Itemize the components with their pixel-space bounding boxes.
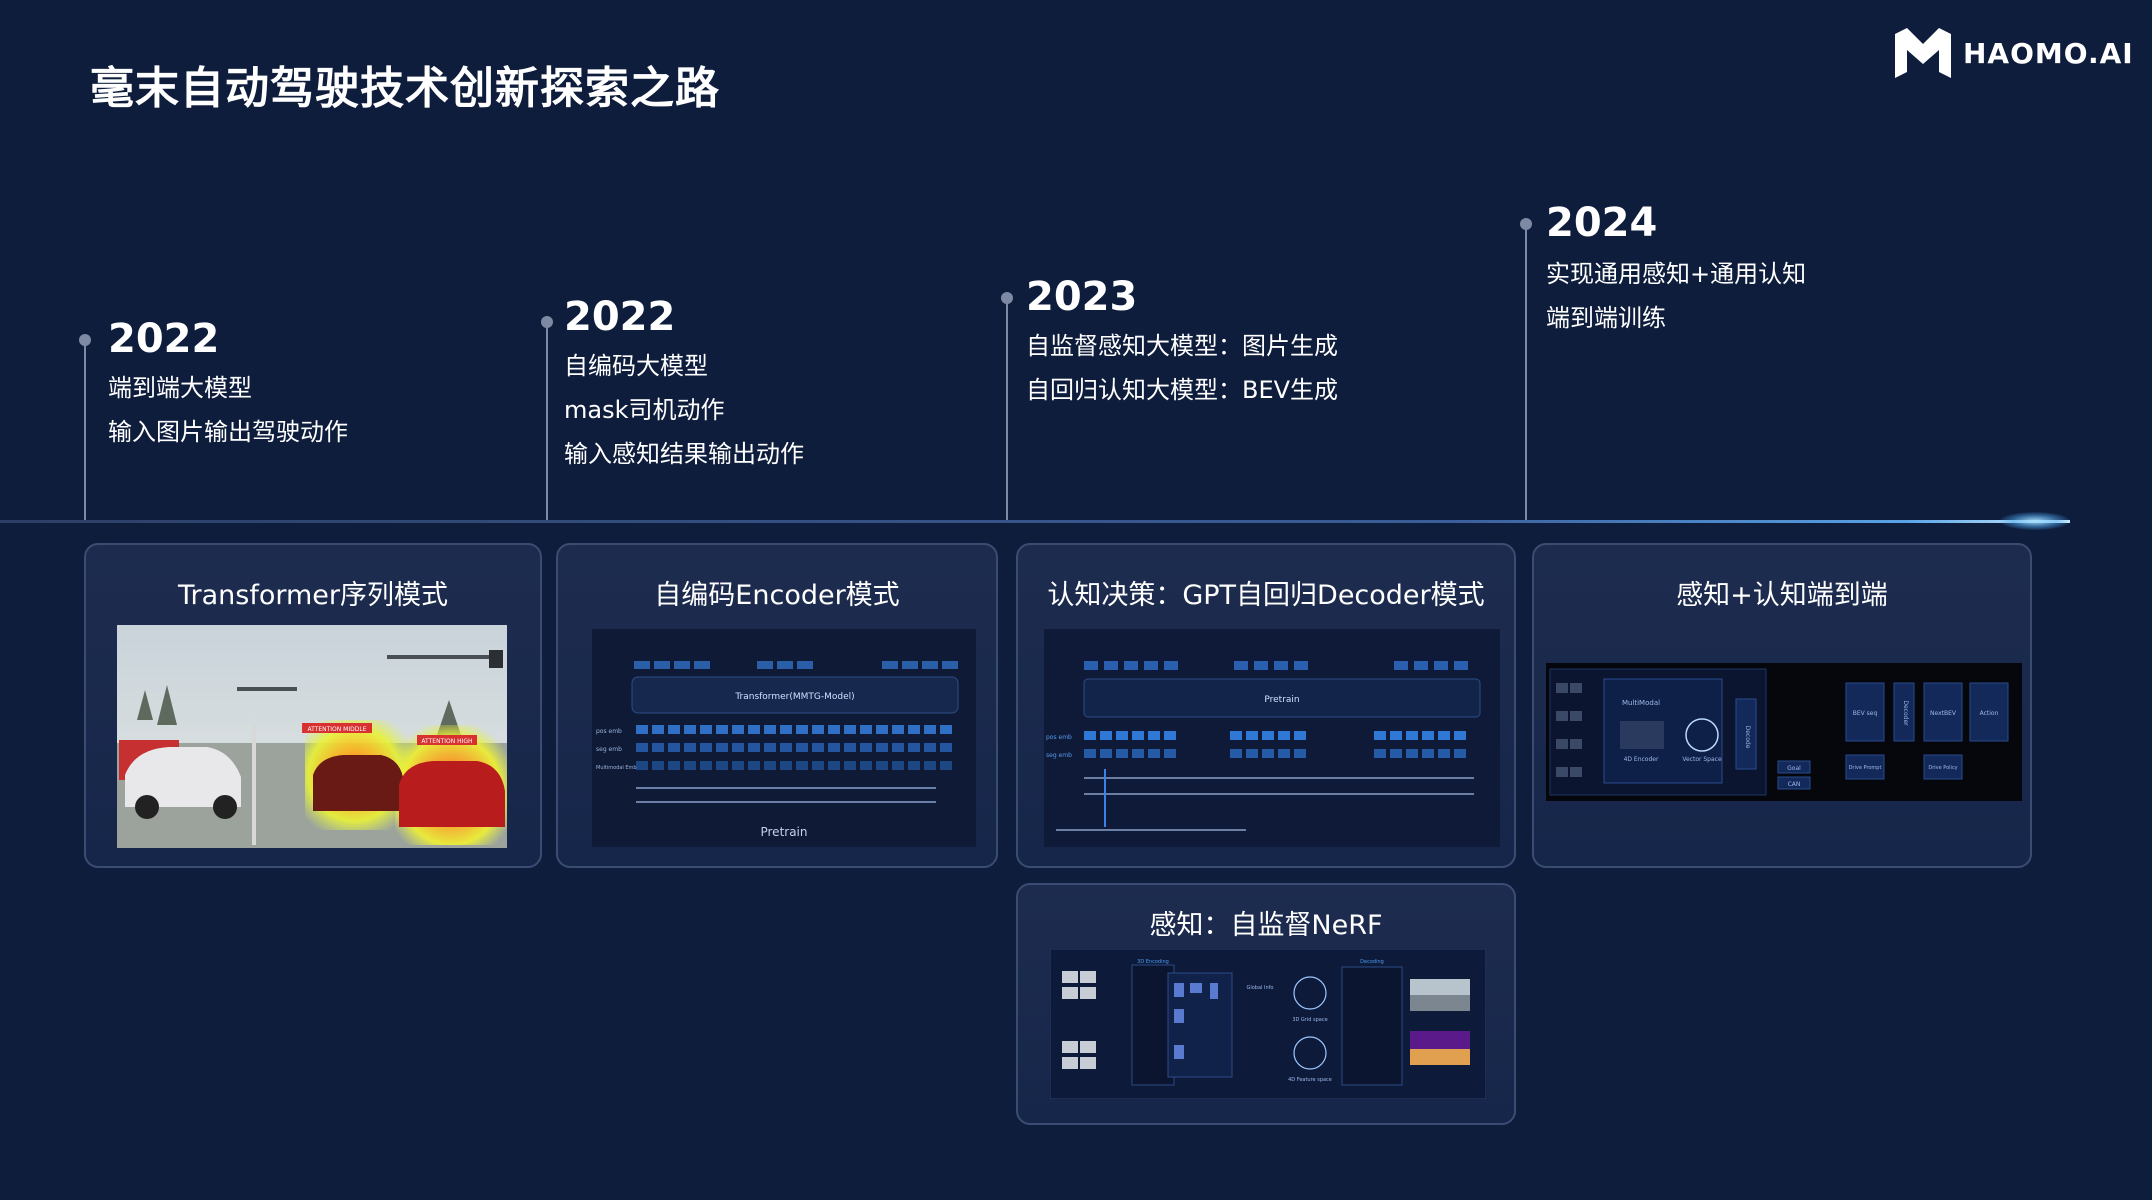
diagram-label: NextBEV xyxy=(1930,710,1957,717)
diagram-label: pos emb xyxy=(1046,734,1072,741)
diagram-label: 4D Feature space xyxy=(1288,1077,1332,1083)
milestone-dot xyxy=(79,334,91,346)
milestone-text-line: 输入感知结果输出动作 xyxy=(564,440,804,468)
e2e-diagram-image: MultiModal 4D Encoder Vector Space Decod… xyxy=(1546,663,2022,801)
card-title: 感知：自监督NeRF xyxy=(1149,910,1383,941)
diagram-label: Action xyxy=(1980,710,1999,717)
card-title: 认知决策：GPT自回归Decoder模式 xyxy=(1047,580,1485,611)
milestone-year: 2023 xyxy=(1026,274,1138,320)
diagram-label: seg emb xyxy=(1046,752,1072,759)
diagram-label: CAN xyxy=(1788,781,1801,788)
diagram-label: BEV seq xyxy=(1853,710,1878,717)
diagram-label: MultiModal xyxy=(1622,699,1660,707)
diagram-label: seg emb xyxy=(596,746,622,753)
milestone-text-line: 自编码大模型 xyxy=(564,352,708,380)
haomo-logo: HAOMO.AI xyxy=(1895,28,2134,78)
milestone-text-line: 自回归认知大模型：BEV生成 xyxy=(1026,376,1339,404)
diagram-label: Global Info xyxy=(1246,985,1273,991)
diagram-label: 4D Encoder xyxy=(1624,756,1659,763)
logo-text: HAOMO.AI xyxy=(1963,36,2134,70)
timeline-axis xyxy=(0,520,2070,523)
diagram-label: Transformer(MMTG-Model) xyxy=(734,692,854,702)
milestone-text-line: mask司机动作 xyxy=(564,396,725,424)
milestone-line xyxy=(1525,224,1527,520)
card-title: 感知+认知端到端 xyxy=(1676,580,1888,611)
diagram-label: Drive Policy xyxy=(1928,765,1957,771)
attention-label: ATTENTION MIDDLE xyxy=(307,726,366,733)
milestone-line xyxy=(1006,298,1008,520)
diagram-label: Decoding xyxy=(1360,959,1384,965)
haomo-logo-icon xyxy=(1895,28,1951,78)
card-transformer-sequence: Transformer序列模式 xyxy=(84,543,542,868)
diagram-label: Goal xyxy=(1787,765,1801,772)
card-title: 自编码Encoder模式 xyxy=(654,580,900,611)
milestone-year: 2024 xyxy=(1546,200,1658,246)
card-self-supervised-nerf: 感知：自监督NeRF 3D Encoding Global Info 3D Gr… xyxy=(1016,883,1516,1125)
diagram-label: pos emb xyxy=(596,728,622,735)
page-title: 毫末自动驾驶技术创新探索之路 xyxy=(90,63,720,114)
timeline-glow xyxy=(2000,512,2070,530)
diagram-label: Decode xyxy=(1744,726,1751,749)
diagram-label: Vector Space xyxy=(1682,756,1722,763)
diagram-label: 3D Encoding xyxy=(1137,959,1169,965)
milestone-dot xyxy=(1001,292,1013,304)
diagram-label: Multimodal Emb xyxy=(596,765,637,771)
milestone-text-line: 自监督感知大模型：图片生成 xyxy=(1026,332,1338,360)
decoder-diagram-image: Pretrain pos emb seg emb xyxy=(1044,629,1500,847)
card-autoencoder: 自编码Encoder模式 Transformer(MMTG-Model) pos… xyxy=(556,543,998,868)
diagram-label: Drive Prompt xyxy=(1849,765,1882,771)
milestone-text-line: 实现通用感知+通用认知 xyxy=(1546,260,1807,288)
card-perception-cognition-e2e: 感知+认知端到端 MultiModal 4D Encoder Vector Sp… xyxy=(1532,543,2032,868)
card-gpt-decoder: 认知决策：GPT自回归Decoder模式 Pretrain pos emb xyxy=(1016,543,1516,868)
milestone-year: 2022 xyxy=(564,294,676,340)
milestone-dot xyxy=(541,316,553,328)
card-title: Transformer序列模式 xyxy=(177,580,448,611)
milestone-text-line: 端到端训练 xyxy=(1546,304,1666,332)
milestone-line xyxy=(546,322,548,520)
diagram-label: 3D Grid space xyxy=(1292,1017,1327,1023)
diagram-label: Decoder xyxy=(1902,700,1909,726)
diagram-label: Pretrain xyxy=(1264,695,1299,705)
milestone-text-line: 输入图片输出驾驶动作 xyxy=(108,418,348,446)
milestone-dot xyxy=(1520,218,1532,230)
nerf-diagram-image: 3D Encoding Global Info 3D Grid space 4D… xyxy=(1050,949,1486,1099)
attention-label: ATTENTION HIGH xyxy=(421,738,472,745)
milestone-text-line: 端到端大模型 xyxy=(108,374,252,402)
milestone-line xyxy=(84,340,86,520)
attention-heatmap-image: ATTENTION MIDDLE ATTENTION HIGH xyxy=(117,625,507,848)
diagram-label: Pretrain xyxy=(760,825,807,839)
encoder-diagram-image: Transformer(MMTG-Model) pos emb seg emb … xyxy=(592,629,976,847)
milestone-year: 2022 xyxy=(108,316,220,362)
